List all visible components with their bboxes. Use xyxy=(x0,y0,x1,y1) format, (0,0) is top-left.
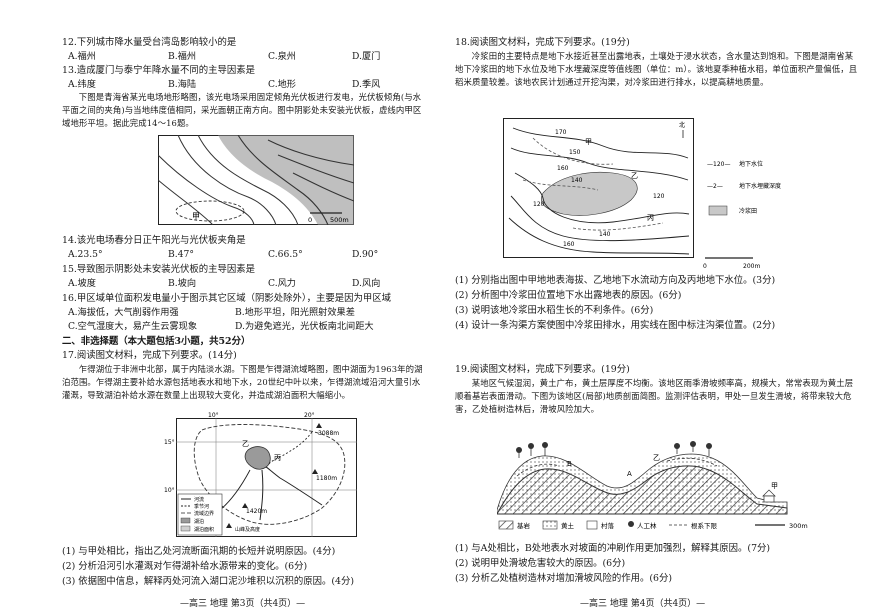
fig3-legend-depth: 地下水埋藏深度 xyxy=(739,182,781,190)
fig2-label-bing: 丙 xyxy=(274,454,281,462)
intro-14-16: 下图是青海省某光电场地形略图，该光电场采用固定倾角光伏板进行发电，光伏板倾角(与… xyxy=(62,92,422,128)
q17-stem: 17.阅读图文材料，完成下列要求。(14分) xyxy=(62,350,237,361)
q14-option-c: C.66.5° xyxy=(268,249,303,260)
fig2-legend-peak: 山峰及高度 xyxy=(235,526,260,533)
q18-part-3: (3) 说明该地冷浆田水稻生长的不利条件。(6分) xyxy=(455,305,654,316)
fig3-legend-cold-field: 冷浆田 xyxy=(739,207,757,215)
fig4-label-yi: 乙 xyxy=(653,454,660,462)
fig4-legend-plantation: 人工林 xyxy=(637,521,657,530)
fig2-lat-15: 15° xyxy=(164,439,175,446)
q18-stem: 18.阅读图文材料，完成下列要求。(19分) xyxy=(455,37,630,48)
fig1-scale-end: 500m xyxy=(330,216,349,224)
q16-option-b: B.地形平坦，阳光照射效果差 xyxy=(235,307,355,318)
q19-material: 某地区气候湿润，黄土广布，黄土层厚度不均衡。该地区雨季滑坡频率高，规模大，常常表… xyxy=(455,378,854,414)
fig3-legend-sym-depth: —2— xyxy=(707,183,723,190)
q15-option-c: C.风力 xyxy=(268,278,296,289)
fig4-legend-loess: 黄土 xyxy=(561,521,575,530)
q14-stem: 14.该光电场春分日正午阳光与光伏板夹角是 xyxy=(62,235,246,246)
fig2-legend-lake: 湖泊 xyxy=(194,518,204,525)
fig2-legend-seasonal-river: 季节河 xyxy=(194,503,209,510)
exam-page-4: 18.阅读图文材料，完成下列要求。(19分) 冷浆田的主要特点是地下水接近甚至出… xyxy=(445,0,865,614)
fig3-scale-end: 200m xyxy=(743,263,760,270)
q12-stem: 12.下列城市降水量受台湾岛影响较小的是 xyxy=(62,37,237,48)
fig1-scale-start: 0 xyxy=(308,216,312,224)
fig1-point-jia: 甲 xyxy=(192,212,200,221)
fig3-scale-start: 0 xyxy=(703,263,707,270)
fig3-north: 北 xyxy=(679,121,685,129)
fig2-legend-lake-area: 湖泊面积 xyxy=(194,526,214,533)
fig4-legend-root-limit: 根系下限 xyxy=(691,521,718,530)
fig4-scale: 300m xyxy=(789,522,808,530)
fig2-elev-1180: 1180m xyxy=(316,475,337,482)
fig2-legend-river: 河流 xyxy=(194,496,204,503)
fig2-elev-1420: 1420m xyxy=(246,508,267,515)
fig3-point-yi: 乙 xyxy=(631,172,638,180)
q15-option-a: A.坡度 xyxy=(68,278,96,289)
q18-part-4: (4) 设计一条沟渠方案使图中冷浆田排水，用实线在图中标注沟渠位置。(2分) xyxy=(455,320,776,331)
fig3-label-160b: 160 xyxy=(563,241,575,248)
q17-part-3: (3) 依据图中信息，解释丙处河流入湖口泥沙堆积以沉积的原因。(4分) xyxy=(62,576,355,587)
q15-option-b: B.坡向 xyxy=(168,278,197,289)
fig3-label-140b: 140 xyxy=(599,231,611,238)
fig2-label-yi: 乙 xyxy=(242,440,249,448)
q15-option-d: D.风向 xyxy=(352,278,381,289)
geological-profile: B A 乙 甲 基岩 黄土 村落 人工林 根系下限 300m xyxy=(496,436,823,538)
q18-part-1: (1) 分别指出图中甲地地表海拔、乙地地下水流动方向及丙地地下水位。(3分) xyxy=(455,275,776,286)
fig4-label-b: B xyxy=(567,460,572,468)
q13-option-a: A.纬度 xyxy=(68,79,96,90)
q14-option-d: D.90° xyxy=(352,249,379,260)
q14-option-b: B.47° xyxy=(168,249,194,260)
fig3-point-bing: 丙 xyxy=(647,214,654,222)
q19-stem: 19.阅读图文材料，完成下列要求。(19分) xyxy=(455,364,630,375)
fig4-legend-village: 村落 xyxy=(601,521,615,530)
fig4-legend-bedrock: 基岩 xyxy=(517,521,531,530)
q16-stem: 16.甲区域单位面积发电量小于图示其它区域（阴影处除外），主要是因为甲区域 xyxy=(62,293,391,304)
fig3-label-160: 160 xyxy=(557,165,569,172)
fig2-lon-10: 10° xyxy=(208,412,219,419)
page-footer-3: —高三 地理 第3页（共4页）— xyxy=(180,599,306,609)
q12-option-a: A.福州 xyxy=(68,51,96,62)
q16-option-c: C.空气湿度大，易产生云雾现象 xyxy=(68,321,198,332)
q16-option-a: A.海拔低，大气削弱作用强 xyxy=(68,307,179,318)
fig3-legend-water-level: 地下水位 xyxy=(739,160,763,168)
q13-stem: 13.造成厦门与泰宁年降水量不同的主导因素是 xyxy=(62,65,256,76)
q19-part-1: (1) 与A处相比，B处地表水对坡面的冲刷作用更加强烈，解释其原因。(7分) xyxy=(455,543,771,554)
q13-option-c: C.地形 xyxy=(268,79,296,90)
q12-option-b: B.福州 xyxy=(168,51,197,62)
fig3-point-jia: 甲 xyxy=(585,138,592,146)
q15-stem: 15.导致图示阴影处未安装光伏板的主导因素是 xyxy=(62,264,256,275)
q13-option-d: D.季风 xyxy=(352,79,381,90)
fig4-label-jia: 甲 xyxy=(771,482,778,490)
q17-part-2: (2) 分析沿河引水灌溉对乍得湖补给水源带来的变化。(6分) xyxy=(62,561,308,572)
q12-option-d: D.厦门 xyxy=(352,51,381,62)
q16-option-d: D.为避免遮光，光伏板南北间距大 xyxy=(235,321,374,332)
fig3-label-170: 170 xyxy=(555,129,567,136)
fig3-label-140: 140 xyxy=(571,177,583,184)
q18-part-2: (2) 分析图中冷浆田位置地下水出露地表的原因。(6分) xyxy=(455,290,682,301)
groundwater-contour-map: 北 170 150 160 140 120 甲 乙 丙 120 140 160 … xyxy=(503,118,833,270)
fig3-label-120b: 120 xyxy=(653,193,665,200)
q17-material: 乍得湖位于非洲中北部，属于内陆淡水湖。下图是乍得湖流域略图，图中湖面为1963年… xyxy=(62,364,423,400)
page-footer-4: —高三 地理 第4页（共4页）— xyxy=(580,599,706,609)
q19-part-2: (2) 说明甲处滑坡危害较大的原因。(6分) xyxy=(455,558,626,569)
fig4-label-a: A xyxy=(627,470,632,478)
lake-chad-basin-map: 10° 20° 15° 10° 乙 丙 3088m 1180m 1420m 河流… xyxy=(162,410,362,540)
solar-field-contour-map: 甲 0 500m xyxy=(157,134,355,226)
q17-part-1: (1) 与甲处相比，指出乙处河流断面汛期的长短并说明原因。(4分) xyxy=(62,546,336,557)
q19-part-3: (3) 分析乙处植树造林对增加滑坡风险的作用。(6分) xyxy=(455,573,673,584)
fig2-elev-3088: 3088m xyxy=(318,430,339,437)
exam-page-3: 12.下列城市降水量受台湾岛影响较小的是 A.福州 B.福州 C.泉州 D.厦门… xyxy=(10,0,430,614)
fig2-lat-10: 10° xyxy=(164,487,175,494)
fig2-legend-boundary: 流域边界 xyxy=(194,510,214,517)
fig3-legend-sym-water-level: —120— xyxy=(707,161,730,168)
q14-option-a: A.23.5° xyxy=(68,249,103,260)
q13-option-b: B.海陆 xyxy=(168,79,197,90)
fig3-label-150: 150 xyxy=(569,149,581,156)
q18-material: 冷浆田的主要特点是地下水接近甚至出露地表，土壤处于浸水状态，含水量达到饱和。下图… xyxy=(455,51,858,87)
q12-option-c: C.泉州 xyxy=(268,51,296,62)
fig3-label-120: 120 xyxy=(533,201,545,208)
section-2-title: 二、非选择题（本大题包括3小题，共52分） xyxy=(62,336,251,347)
fig2-lon-20: 20° xyxy=(304,412,315,419)
